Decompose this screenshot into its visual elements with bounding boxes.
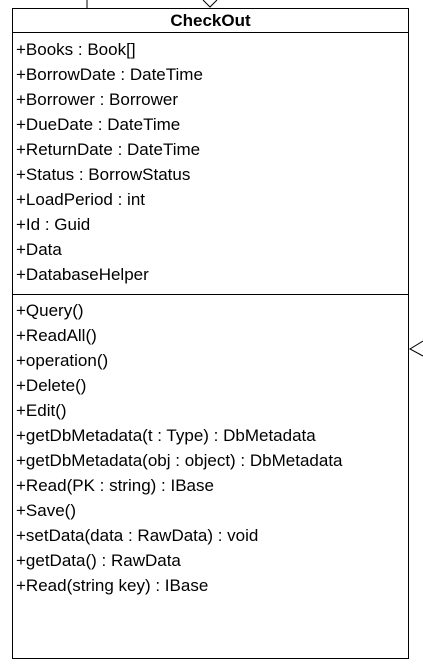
operation-query: +Query() [16, 301, 84, 320]
attribute-loadperiod: +LoadPeriod : int [16, 190, 146, 209]
attribute-returndate: +ReturnDate : DateTime [16, 140, 201, 159]
arrowhead-top [202, 0, 218, 8]
attribute-status: +Status : BorrowStatus [16, 165, 191, 184]
attribute-databasehelper: +DatabaseHelper [16, 265, 149, 284]
operation-edit: +Edit() [16, 401, 67, 420]
operations-compartment: +Query() +ReadAll() +operation() +Delete… [13, 295, 408, 598]
operation-getdbmetadata-object: +getDbMetadata(obj : object) : DbMetadat… [16, 451, 343, 470]
attribute-borrowdate: +BorrowDate : DateTime [16, 65, 203, 84]
uml-class-checkout[interactable]: CheckOut +Books : Book[] +BorrowDate : D… [12, 8, 409, 659]
operation-delete: +Delete() [16, 376, 87, 395]
operation-read-pk: +Read(PK : string) : IBase [16, 476, 214, 495]
attribute-id: +Id : Guid [16, 215, 91, 234]
attribute-duedate: +DueDate : DateTime [16, 115, 181, 134]
class-name: CheckOut [13, 9, 408, 33]
attribute-data: +Data [16, 240, 62, 259]
operation-getdbmetadata-type: +getDbMetadata(t : Type) : DbMetadata [16, 426, 316, 445]
operation-save: +Save() [16, 501, 76, 520]
attributes-compartment: +Books : Book[] +BorrowDate : DateTime +… [13, 33, 408, 295]
operation-operation: +operation() [16, 351, 109, 370]
arrowhead-right [408, 340, 423, 357]
operation-read-key: +Read(string key) : IBase [16, 576, 209, 595]
attribute-books: +Books : Book[] [16, 40, 136, 59]
operation-readall: +ReadAll() [16, 326, 97, 345]
operation-setdata: +setData(data : RawData) : void [16, 526, 259, 545]
attribute-borrower: +Borrower : Borrower [16, 90, 179, 109]
operation-getdata: +getData() : RawData [16, 551, 181, 570]
